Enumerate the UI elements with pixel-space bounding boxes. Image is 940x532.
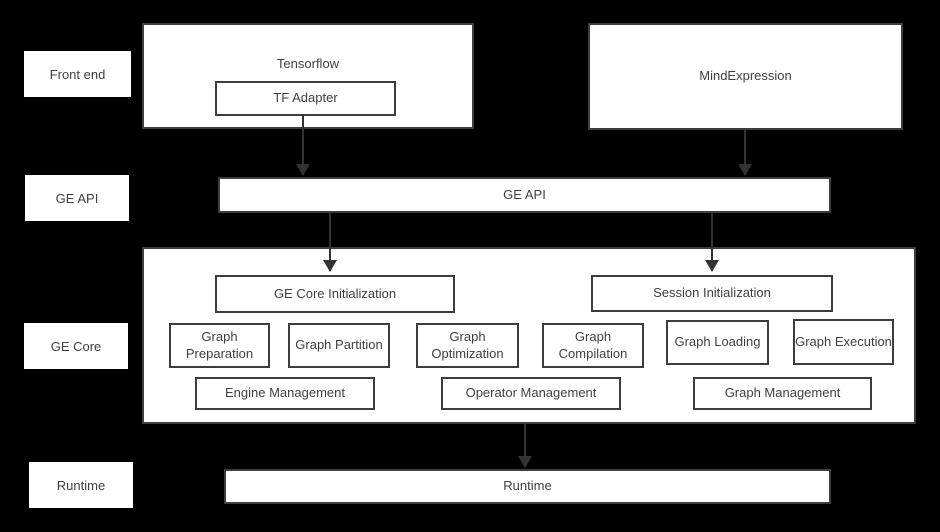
ge-core-initialization-box: GE Core Initialization — [215, 275, 455, 313]
graph-compilation-box: Graph Compilation — [542, 323, 644, 368]
graph-partition-box: Graph Partition — [288, 323, 390, 368]
graph-management-box: Graph Management — [693, 377, 872, 410]
operator-management-box: Operator Management — [441, 377, 621, 410]
tensorflow-box: Tensorflow TF Adapter — [142, 23, 474, 129]
graph-preparation-box: Graph Preparation — [169, 323, 270, 368]
graph-loading-box: Graph Loading — [666, 320, 769, 365]
graph-optimization-box: Graph Optimization — [416, 323, 519, 368]
layer-label-ge-api: GE API — [25, 175, 129, 221]
session-initialization-box: Session Initialization — [591, 275, 833, 312]
runtime-bar: Runtime — [224, 469, 831, 504]
layer-label-front-end: Front end — [24, 51, 131, 97]
tensorflow-label: Tensorflow — [276, 56, 340, 71]
layer-label-runtime: Runtime — [29, 462, 133, 508]
ge-api-bar: GE API — [218, 177, 831, 213]
mindexpression-box: MindExpression — [588, 23, 903, 130]
layer-label-ge-core: GE Core — [24, 323, 128, 369]
tf-adapter-box: TF Adapter — [215, 81, 396, 116]
ge-core-box: GE Core Initialization Session Initializ… — [142, 247, 916, 424]
engine-management-box: Engine Management — [195, 377, 375, 410]
graph-execution-box: Graph Execution — [793, 319, 894, 365]
